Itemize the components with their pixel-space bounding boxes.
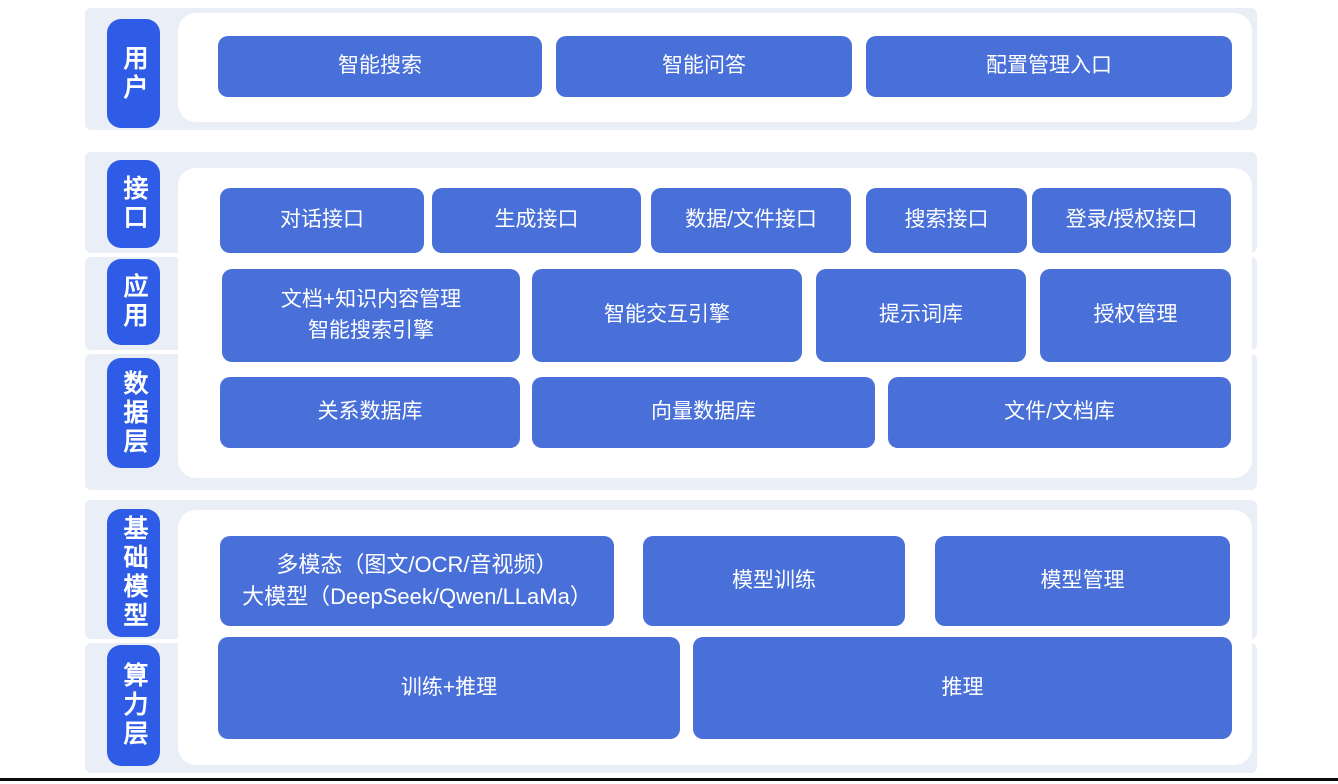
node-model-management: 模型管理 <box>935 536 1230 626</box>
layer-label-foundation-model: 基础模型 <box>107 509 160 637</box>
node-multimodal-llm: 多模态（图文/OCR/音视频） 大模型（DeepSeek/Qwen/LLaMa） <box>220 536 614 626</box>
node-search-api: 搜索接口 <box>866 188 1027 253</box>
node-relational-db: 关系数据库 <box>220 377 520 448</box>
node-generation-api: 生成接口 <box>432 188 641 253</box>
node-data-file-api: 数据/文件接口 <box>651 188 851 253</box>
layer-label-foundation-model-text: 基础模型 <box>120 515 148 631</box>
node-config-management-entry: 配置管理入口 <box>866 36 1232 97</box>
node-doc-knowledge-search-engine: 文档+知识内容管理 智能搜索引擎 <box>222 269 520 362</box>
layer-label-application-text: 应用 <box>120 273 148 331</box>
node-model-training: 模型训练 <box>643 536 905 626</box>
layer-label-interface-text: 接口 <box>120 175 148 233</box>
node-training-inference: 训练+推理 <box>218 637 680 739</box>
layer-label-data-text: 数据层 <box>120 369 148 457</box>
node-vector-db: 向量数据库 <box>532 377 875 448</box>
node-smart-qa: 智能问答 <box>556 36 852 97</box>
node-file-doc-store: 文件/文档库 <box>888 377 1231 448</box>
bottom-divider-line <box>0 778 1338 781</box>
layer-label-user: 用户 <box>107 19 160 128</box>
node-auth-management: 授权管理 <box>1040 269 1231 362</box>
node-smart-interaction-engine: 智能交互引擎 <box>532 269 802 362</box>
node-dialog-api: 对话接口 <box>220 188 424 253</box>
layer-label-compute-text: 算力层 <box>120 662 148 749</box>
node-login-auth-api: 登录/授权接口 <box>1032 188 1231 253</box>
layer-label-application: 应用 <box>107 259 160 345</box>
layer-label-compute: 算力层 <box>107 645 160 766</box>
node-inference: 推理 <box>693 637 1232 739</box>
node-prompt-library: 提示词库 <box>816 269 1026 362</box>
layer-label-interface: 接口 <box>107 160 160 248</box>
node-smart-search: 智能搜索 <box>218 36 542 97</box>
layer-label-user-text: 用户 <box>120 44 148 103</box>
layer-label-data: 数据层 <box>107 358 160 468</box>
